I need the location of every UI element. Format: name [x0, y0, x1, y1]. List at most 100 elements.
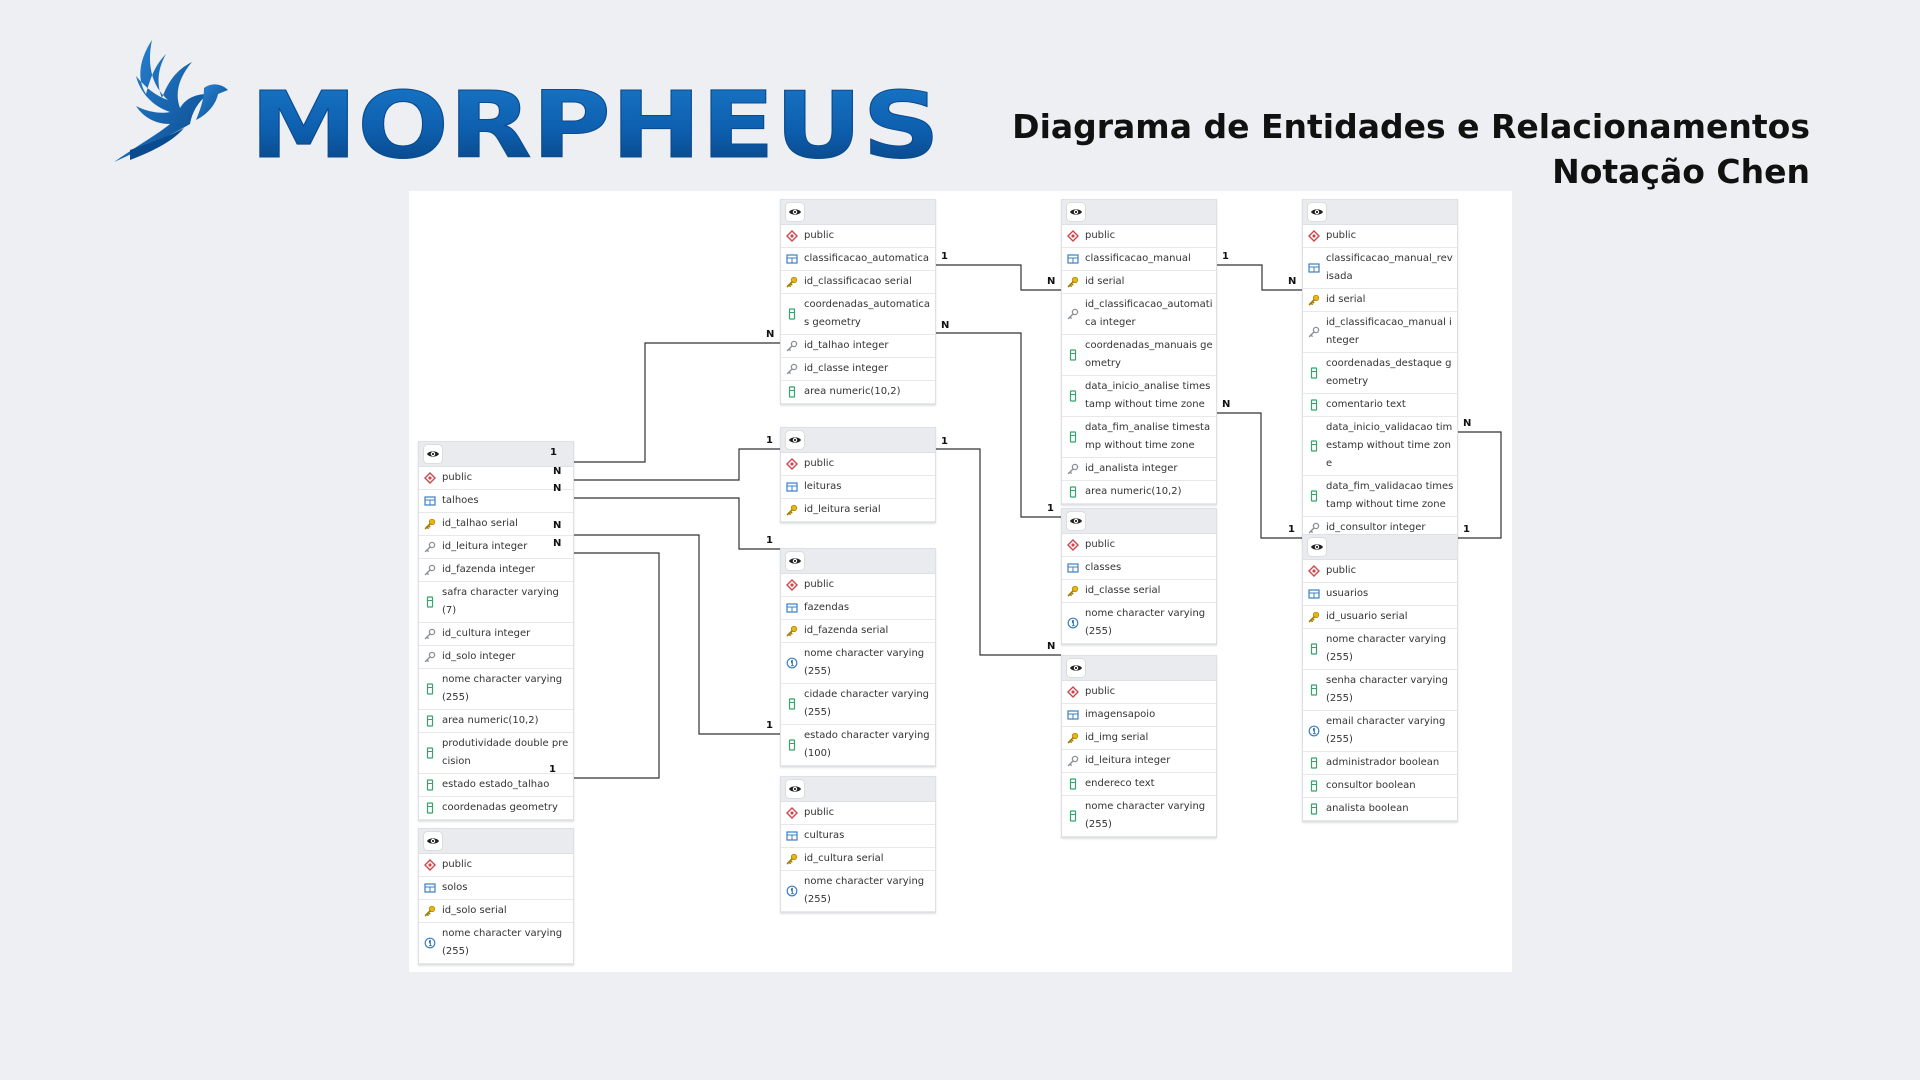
eye-icon[interactable]: [1067, 512, 1085, 530]
column-row[interactable]: nome character varying(255): [1303, 629, 1457, 670]
table-name[interactable]: classificacao_manual_revisada: [1303, 248, 1457, 289]
column-row[interactable]: data_fim_validacao timestamp without tim…: [1303, 476, 1457, 517]
eye-icon[interactable]: [1308, 538, 1326, 556]
column-row[interactable]: id_classificacao serial: [781, 271, 935, 294]
column-row[interactable]: id_leitura integer: [1062, 750, 1216, 773]
table-name[interactable]: usuarios: [1303, 583, 1457, 606]
column-row[interactable]: safra character varying(7): [419, 582, 573, 623]
column-row[interactable]: area numeric(10,2): [1062, 481, 1216, 504]
table-name[interactable]: fazendas: [781, 597, 935, 620]
column-row[interactable]: id_talhao integer: [781, 335, 935, 358]
column-row[interactable]: endereco text: [1062, 773, 1216, 796]
column-row[interactable]: nome character varying(255): [781, 643, 935, 684]
eye-icon[interactable]: [786, 431, 804, 449]
column-row[interactable]: administrador boolean: [1303, 752, 1457, 775]
table-schema[interactable]: public: [419, 854, 573, 877]
column-row[interactable]: id_solo integer: [419, 646, 573, 669]
eye-icon[interactable]: [1067, 203, 1085, 221]
column-row[interactable]: estado character varying(100): [781, 725, 935, 766]
table-name[interactable]: culturas: [781, 825, 935, 848]
column-row[interactable]: id_fazenda integer: [419, 559, 573, 582]
column-row[interactable]: cidade character varying(255): [781, 684, 935, 725]
column-row[interactable]: data_inicio_validacao timestamp without …: [1303, 417, 1457, 476]
column-row[interactable]: email character varying(255): [1303, 711, 1457, 752]
eye-icon[interactable]: [786, 203, 804, 221]
column-row[interactable]: nome character varying(255): [1062, 796, 1216, 837]
eye-icon[interactable]: [424, 832, 442, 850]
column-row[interactable]: comentario text: [1303, 394, 1457, 417]
table-schema[interactable]: public: [1303, 225, 1457, 248]
column-row[interactable]: id serial: [1303, 289, 1457, 312]
column-row[interactable]: senha character varying(255): [1303, 670, 1457, 711]
column-row[interactable]: id_classificacao_manual integer: [1303, 312, 1457, 353]
column-row[interactable]: consultor boolean: [1303, 775, 1457, 798]
column-row[interactable]: id_classificacao_automatica integer: [1062, 294, 1216, 335]
table-name-label: classificacao_automatica: [804, 253, 929, 264]
eye-icon[interactable]: [786, 552, 804, 570]
column-row[interactable]: estado estado_talhao: [419, 774, 573, 797]
table-schema[interactable]: public: [781, 225, 935, 248]
column-row[interactable]: id_leitura serial: [781, 499, 935, 522]
table-schema[interactable]: public: [781, 802, 935, 825]
table-schema[interactable]: public: [781, 453, 935, 476]
table-name[interactable]: classificacao_manual: [1062, 248, 1216, 271]
column-row[interactable]: id_usuario serial: [1303, 606, 1457, 629]
table-schema[interactable]: public: [1062, 225, 1216, 248]
column-row[interactable]: id_leitura integer: [419, 536, 573, 559]
column-row[interactable]: data_fim_analise timestamp without time …: [1062, 417, 1216, 458]
column-row[interactable]: id_cultura serial: [781, 848, 935, 871]
table-schema[interactable]: public: [1062, 534, 1216, 557]
column-row[interactable]: data_inicio_analise timestamp without ti…: [1062, 376, 1216, 417]
eye-icon[interactable]: [1308, 203, 1326, 221]
column-row[interactable]: id_talhao serial: [419, 513, 573, 536]
column-row[interactable]: id_fazenda serial: [781, 620, 935, 643]
column-row[interactable]: produtividade double precision: [419, 733, 573, 774]
eye-icon[interactable]: [424, 445, 442, 463]
table-schema[interactable]: public: [781, 574, 935, 597]
column-row[interactable]: id serial: [1062, 271, 1216, 294]
column-row[interactable]: nome character varying(255): [1062, 603, 1216, 644]
table-name[interactable]: talhoes: [419, 490, 573, 513]
column-row[interactable]: coordenadas geometry: [419, 797, 573, 820]
table-schema[interactable]: public: [419, 467, 573, 490]
table-name[interactable]: solos: [419, 877, 573, 900]
column-row[interactable]: id_analista integer: [1062, 458, 1216, 481]
column-row[interactable]: id_classe integer: [781, 358, 935, 381]
column-row[interactable]: coordenadas_automaticas geometry: [781, 294, 935, 335]
table-name[interactable]: imagensapoio: [1062, 704, 1216, 727]
column-row[interactable]: nome character varying(255): [419, 669, 573, 710]
eye-icon[interactable]: [1067, 659, 1085, 677]
column-row[interactable]: id_cultura integer: [419, 623, 573, 646]
phoenix-icon: [114, 40, 228, 162]
table-name[interactable]: classificacao_automatica: [781, 248, 935, 271]
column-row[interactable]: analista boolean: [1303, 798, 1457, 821]
cardinality-label: 1: [941, 251, 948, 262]
eye-icon[interactable]: [786, 780, 804, 798]
table-card-classificacao_automatica[interactable]: public classificacao_automatica id_classif…: [780, 199, 936, 405]
column-row[interactable]: area numeric(10,2): [419, 710, 573, 733]
table-name[interactable]: classes: [1062, 557, 1216, 580]
column-row[interactable]: nome character varying(255): [419, 923, 573, 964]
unique-icon: [1308, 725, 1320, 737]
column-row[interactable]: coordenadas_manuais geometry: [1062, 335, 1216, 376]
table-schema[interactable]: public: [1303, 560, 1457, 583]
column-row[interactable]: id_img serial: [1062, 727, 1216, 750]
column-row[interactable]: id_solo serial: [419, 900, 573, 923]
column-row[interactable]: id_classe serial: [1062, 580, 1216, 603]
column-row[interactable]: area numeric(10,2): [781, 381, 935, 404]
table-schema[interactable]: public: [1062, 681, 1216, 704]
column-row[interactable]: nome character varying(255): [781, 871, 935, 912]
column-row[interactable]: coordenadas_destaque geometry: [1303, 353, 1457, 394]
table-name[interactable]: leituras: [781, 476, 935, 499]
